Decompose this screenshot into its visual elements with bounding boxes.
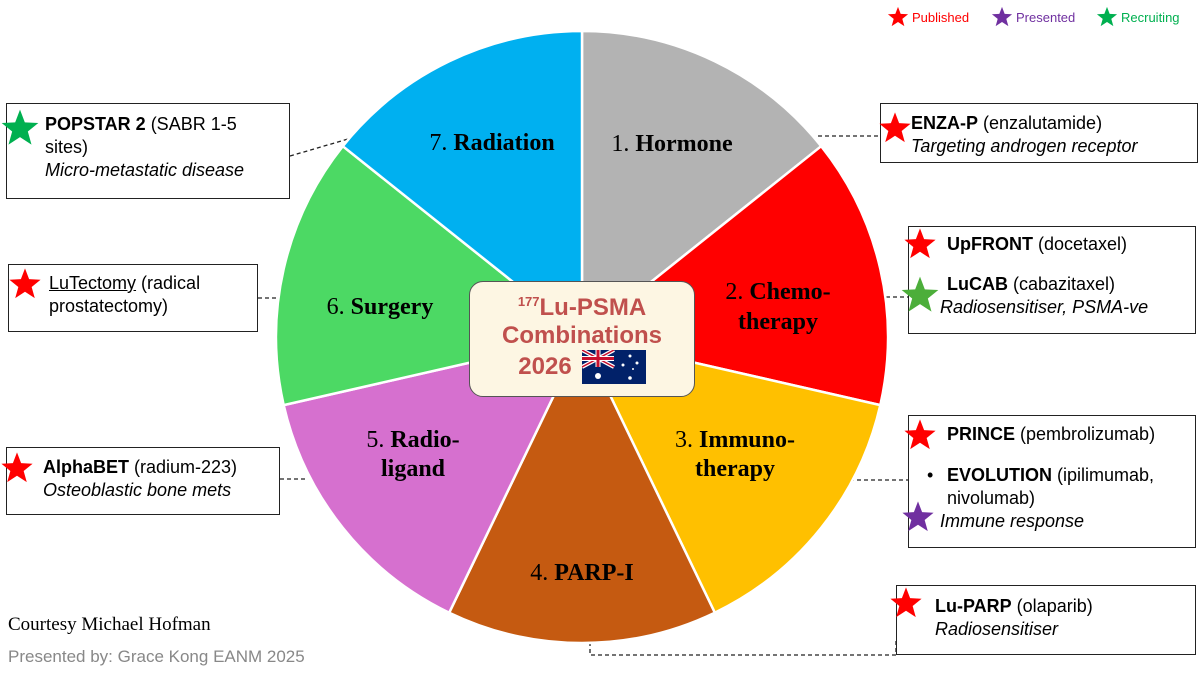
legend-label-recruiting: Recruiting bbox=[1121, 9, 1180, 25]
segment-label-radiation: 7. Radiation bbox=[429, 130, 554, 156]
segment-label-surgery: 6. Surgery bbox=[327, 294, 434, 320]
segment-label-immuno-line1: 3. Immuno- bbox=[675, 427, 795, 453]
trial-box-immunotherapy: PRINCE (pembrolizumab) •EVOLUTION (ipili… bbox=[908, 415, 1196, 548]
segment-label-immuno-line2: therapy bbox=[695, 456, 775, 482]
green-star-icon bbox=[1096, 6, 1118, 27]
trial-lucab-title: LuCAB (cabazitaxel) bbox=[947, 274, 1116, 294]
trial-box-enza-p: ENZA-P (enzalutamide) Targeting androgen… bbox=[880, 103, 1198, 163]
segment-label-immunotherapy: 3. Immuno-therapy bbox=[675, 427, 795, 482]
trial-evolution-note: Immune response bbox=[940, 511, 1085, 531]
center-title-line2: Combinations bbox=[502, 322, 662, 349]
segment-label-radioligand: 5. Radio-ligand bbox=[366, 427, 459, 482]
wheel-segment-parp bbox=[447, 334, 717, 645]
segment-label-radioligand-line1: 5. Radio- bbox=[366, 427, 459, 453]
trial-upfront-title: UpFRONT (docetaxel) bbox=[947, 234, 1128, 254]
trial-box-chemotherapy: UpFRONT (docetaxel) LuCAB (cabazitaxel) … bbox=[908, 226, 1196, 334]
trial-box-lu-parp: Lu-PARP (olaparib) Radiosensitiser bbox=[896, 585, 1196, 655]
trial-popstar-2-detail-line2: sites) bbox=[45, 137, 89, 157]
segment-label-radioligand-line2: ligand bbox=[381, 456, 446, 482]
legend-published: Published bbox=[887, 6, 969, 28]
trial-box-lutectomy: LuTectomy (radical prostatectomy) bbox=[8, 264, 258, 332]
trial-popstar-2-title: POPSTAR 2 (SABR 1-5 bbox=[45, 114, 237, 134]
trial-lu-parp-title: Lu-PARP (olaparib) bbox=[935, 596, 1093, 616]
published-star-icon bbox=[904, 419, 936, 450]
legend-label-presented: Presented bbox=[1016, 9, 1076, 25]
connector-radiation bbox=[289, 136, 356, 157]
presented-star-icon bbox=[902, 501, 934, 532]
center-title-box: 177Lu-PSMA Combinations 2026 bbox=[469, 281, 695, 397]
published-star-icon bbox=[879, 112, 911, 143]
wheel-segment-hormone bbox=[580, 29, 823, 340]
trial-prince-title: PRINCE (pembrolizumab) bbox=[947, 424, 1156, 444]
trial-evolution-title: •EVOLUTION (ipilimumab, bbox=[927, 465, 1155, 485]
published-star-icon bbox=[904, 228, 936, 259]
published-star-icon bbox=[890, 587, 922, 618]
connector-parp bbox=[589, 635, 897, 656]
legend-presented: Presented bbox=[991, 6, 1075, 28]
center-title-year: 2026 bbox=[518, 353, 572, 380]
wheel-segment-radiation bbox=[341, 29, 584, 340]
isotope-superscript: 177 bbox=[517, 294, 540, 309]
trial-enza-p-note: Targeting androgen receptor bbox=[911, 136, 1138, 156]
wheel-segment-radioligand bbox=[282, 335, 585, 615]
published-star-icon bbox=[9, 268, 41, 299]
trial-lu-parp-note: Radiosensitiser bbox=[935, 619, 1059, 639]
segment-label-parp: 4. PARP-I bbox=[530, 560, 634, 586]
segment-label-chemo-line1: 2. Chemo- bbox=[725, 279, 830, 305]
trial-lucab-note: Radiosensitiser, PSMA-ve bbox=[940, 297, 1149, 317]
trial-alphabet-title: AlphaBET (radium-223) bbox=[43, 457, 238, 477]
recruiting-star-icon bbox=[901, 276, 939, 312]
courtesy-credit: Courtesy Michael Hofman bbox=[8, 614, 211, 635]
trial-lutectomy-detail-line2: prostatectomy) bbox=[49, 296, 169, 316]
presented-by-credit: Presented by: Grace Kong EANM 2025 bbox=[8, 647, 305, 666]
published-star-icon bbox=[1, 452, 33, 483]
australian-flag-icon bbox=[581, 350, 646, 384]
trial-lutectomy-title: LuTectomy (radical bbox=[49, 273, 201, 293]
evolution-bullet: • bbox=[927, 465, 934, 485]
recruiting-star-icon bbox=[1, 109, 39, 145]
segment-label-chemo-line2: therapy bbox=[738, 309, 818, 335]
legend-recruiting: Recruiting bbox=[1096, 6, 1180, 28]
segment-label-chemotherapy: 2. Chemo-therapy bbox=[725, 279, 830, 335]
center-title-line3-row: 2026 bbox=[470, 350, 694, 384]
trial-box-popstar-2: POPSTAR 2 (SABR 1-5 sites) Micro-metasta… bbox=[6, 103, 290, 199]
purple-star-icon bbox=[991, 6, 1013, 27]
trial-box-alphabet: AlphaBET (radium-223) Osteoblastic bone … bbox=[6, 447, 280, 515]
legend-label-published: Published bbox=[912, 9, 970, 25]
center-title-text: Lu-PSMA bbox=[539, 294, 647, 321]
wheel-segment-labels: 1. Hormone 2. Chemo-therapy 3. Immuno-th… bbox=[327, 130, 831, 586]
wheel-segment-immunotherapy bbox=[579, 335, 882, 615]
trial-enza-p-title: ENZA-P (enzalutamide) bbox=[911, 113, 1103, 133]
center-title-line1: 177Lu-PSMA bbox=[470, 288, 694, 322]
trial-alphabet-note: Osteoblastic bone mets bbox=[43, 480, 232, 500]
red-star-icon bbox=[887, 6, 909, 27]
trial-popstar-2-note: Micro-metastatic disease bbox=[45, 160, 245, 180]
trial-evolution-detail-line2: nivolumab) bbox=[947, 488, 1036, 508]
segment-label-hormone: 1. Hormone bbox=[611, 131, 733, 157]
